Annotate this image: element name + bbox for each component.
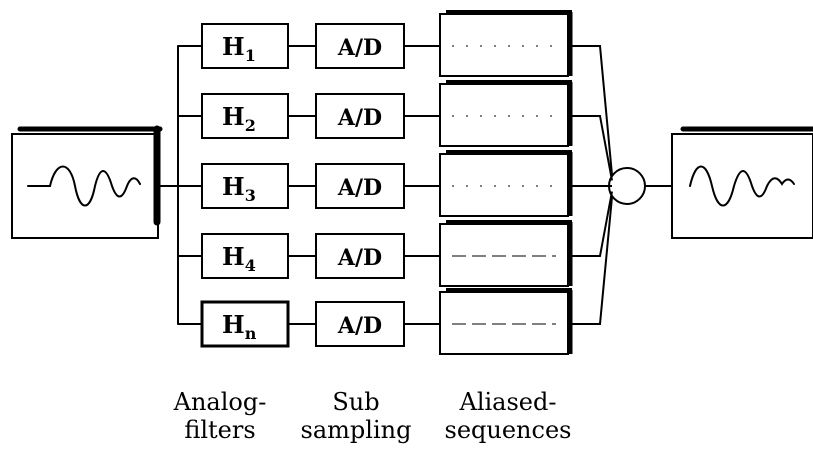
caption-sub-sampling: Sub sampling (276, 388, 436, 444)
ad-label-1: A/D (337, 35, 382, 61)
input-signal-box (11, 125, 163, 239)
sequence-box-2 (439, 83, 569, 147)
caption-analog-filters: Analog- filters (140, 388, 300, 444)
connector-seq-sum-2 (572, 115, 613, 181)
output-waveform (689, 165, 795, 207)
connector-seq-sum-4 (572, 191, 613, 257)
filter-label-5: Hn (222, 310, 257, 343)
caption-sequences-line1: Aliased- (459, 388, 557, 416)
caption-sampling-line1: Sub (332, 388, 380, 416)
connector-seq-sum-1 (572, 45, 613, 175)
ad-label-4: A/D (337, 245, 382, 271)
input-waveform (27, 165, 141, 207)
filter-label-2: H2 (222, 102, 256, 135)
filter-label-4: H4 (222, 242, 256, 275)
summing-node (608, 167, 646, 205)
sequence-box-4 (439, 223, 569, 287)
sequence-box-1 (439, 13, 569, 77)
filter-label-3: H3 (222, 172, 256, 205)
caption-filters-line2: filters (184, 416, 256, 444)
sequence-box-3 (439, 153, 569, 217)
connector-seq-sum-5 (572, 196, 613, 325)
filter-label-1: H1 (222, 32, 256, 65)
caption-sequences-line2: sequences (444, 416, 572, 444)
caption-sampling-line2: sampling (300, 416, 412, 444)
output-signal-box (671, 126, 813, 239)
caption-filters-line1: Analog- (173, 388, 267, 416)
ad-label-5: A/D (337, 313, 382, 339)
ad-label-2: A/D (337, 105, 382, 131)
sequence-box-5 (439, 291, 569, 355)
caption-aliased-sequences: Aliased- sequences (428, 388, 588, 444)
ad-label-3: A/D (337, 175, 382, 201)
